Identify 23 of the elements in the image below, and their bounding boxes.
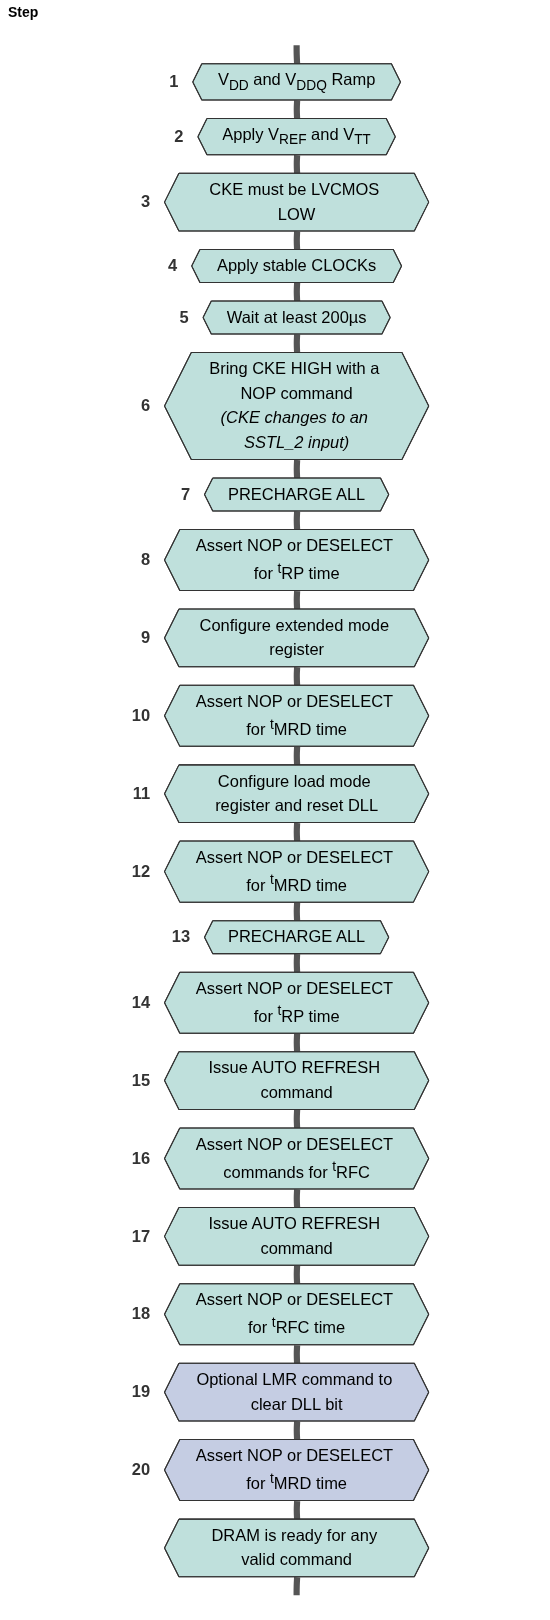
step-number: 16 <box>131 1148 151 1167</box>
step-number: 19 <box>131 1382 151 1401</box>
step-number: 17 <box>131 1226 151 1245</box>
step-number: 20 <box>131 1460 151 1479</box>
step-number: 15 <box>131 1070 151 1089</box>
step-number: 10 <box>131 705 151 724</box>
step-number: 1 <box>169 72 179 91</box>
connector <box>293 458 301 480</box>
step-number: 11 <box>132 783 151 802</box>
connector <box>293 1575 301 1597</box>
step-number: 2 <box>174 126 184 145</box>
step-number: 12 <box>131 861 151 880</box>
column-heading: Step <box>8 4 39 20</box>
step-number: 8 <box>140 550 151 569</box>
step-number: 14 <box>131 992 151 1011</box>
step-number: 7 <box>180 484 191 503</box>
step-number: 5 <box>179 307 189 326</box>
step-number: 3 <box>140 192 151 211</box>
step-number: 9 <box>140 628 151 647</box>
step-number: 13 <box>171 927 191 946</box>
step-number: 6 <box>140 396 151 415</box>
step-number: 4 <box>168 256 178 275</box>
step-number: 18 <box>131 1304 151 1323</box>
